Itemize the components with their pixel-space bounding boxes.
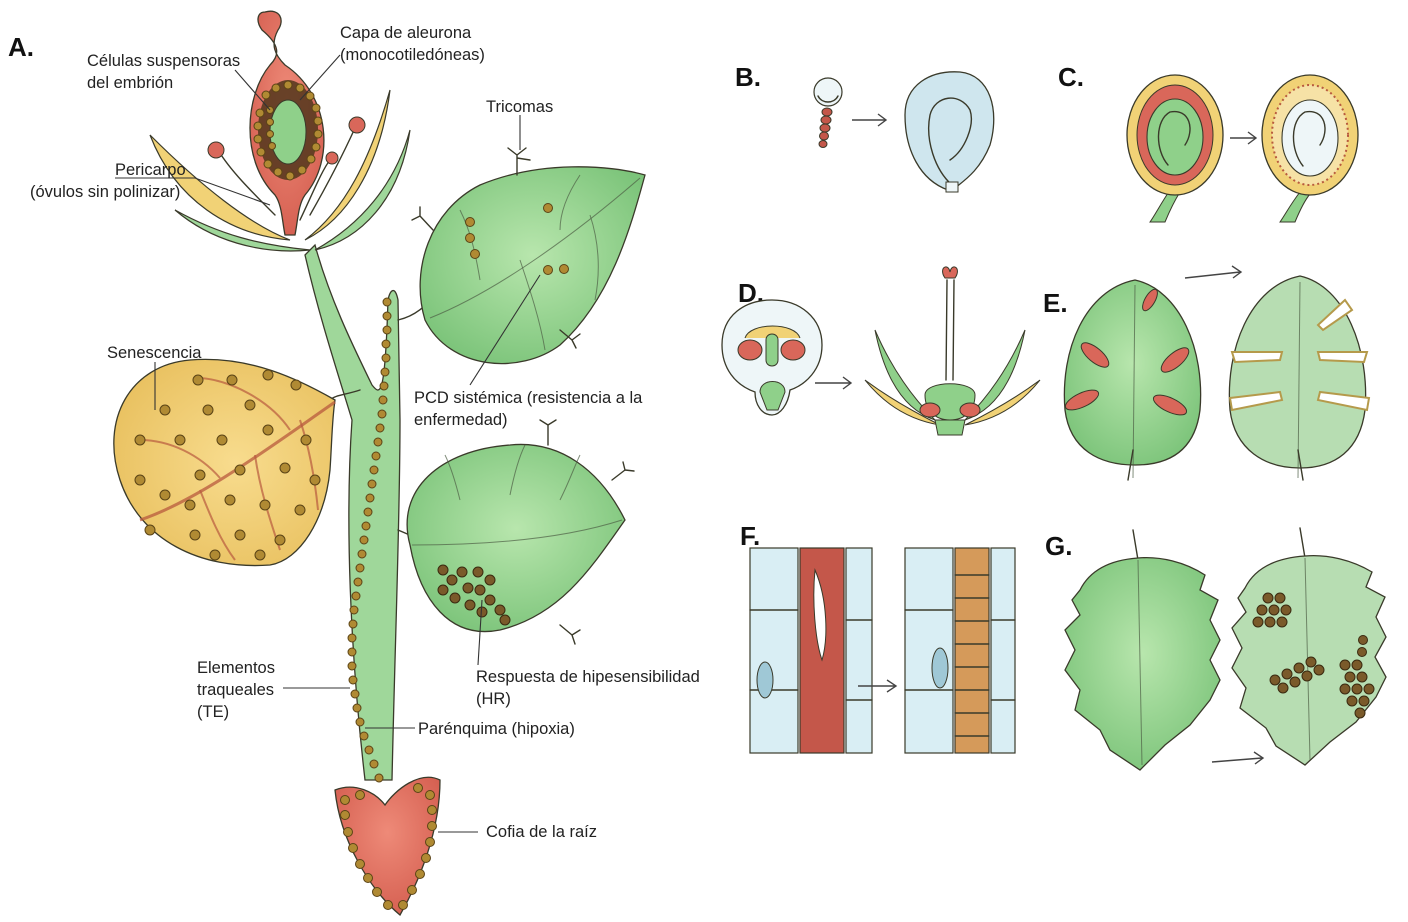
stamen-mid-anther bbox=[326, 152, 338, 164]
lower-green-leaf bbox=[407, 444, 625, 631]
label-trichomes: Tricomas bbox=[486, 98, 553, 116]
label-pericarp-2: (óvulos sin polinizar) bbox=[30, 183, 180, 201]
upper-green-leaf bbox=[420, 167, 645, 364]
label-tracheary-2: traqueales bbox=[197, 681, 274, 699]
panel-label-a: A. bbox=[8, 32, 34, 62]
panel-label-b: B. bbox=[735, 62, 761, 92]
panel-d-flower-organs bbox=[722, 267, 1040, 435]
panel-f-xylem bbox=[750, 548, 1015, 753]
label-suspensor-2: del embrión bbox=[87, 74, 173, 92]
panel-label-f: F. bbox=[740, 521, 760, 551]
panel-b-embryo-suspensor bbox=[814, 72, 994, 192]
stamen-left-anther bbox=[208, 142, 224, 158]
label-systemic-1: PCD sistémica (resistencia a la bbox=[414, 389, 643, 407]
stamen-right-anther bbox=[349, 117, 365, 133]
label-senescence: Senescencia bbox=[107, 344, 202, 362]
label-rootcap: Cofia de la raíz bbox=[486, 823, 597, 841]
label-pericarp-1: Pericarpo bbox=[115, 161, 186, 179]
panel-c-aleurone bbox=[1127, 75, 1358, 222]
label-aleurone-1: Capa de aleurona bbox=[340, 24, 472, 42]
panel-label-g: G. bbox=[1045, 531, 1072, 561]
label-hr-2: (HR) bbox=[476, 690, 511, 708]
label-aleurone-2: (monocotiledóneas) bbox=[340, 46, 485, 64]
label-tracheary-3: (TE) bbox=[197, 703, 229, 721]
panel-label-e: E. bbox=[1043, 288, 1068, 318]
panel-e-leaf-perforation bbox=[1063, 266, 1369, 480]
label-parenchyma: Parénquima (hipoxia) bbox=[418, 720, 575, 738]
label-hr-1: Respuesta de hipesensibilidad bbox=[476, 668, 700, 686]
label-systemic-2: enfermedad) bbox=[414, 411, 508, 429]
panel-g-hr-leaf bbox=[1065, 528, 1386, 770]
flower-sepal-green-right bbox=[315, 130, 410, 250]
panel-a-plant bbox=[114, 11, 645, 915]
label-tracheary-1: Elementos bbox=[197, 659, 275, 677]
embryo bbox=[270, 100, 306, 164]
panel-label-c: C. bbox=[1058, 62, 1084, 92]
label-suspensor-1: Células suspensoras bbox=[87, 52, 240, 70]
